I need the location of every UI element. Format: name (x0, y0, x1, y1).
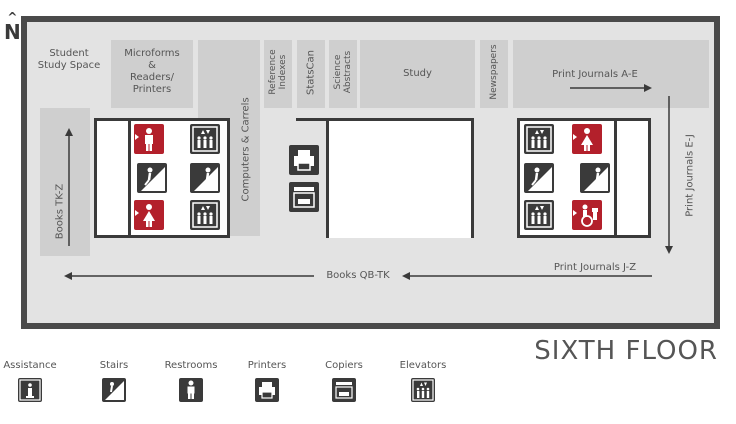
stack-print-journals-jz-label: Print Journals J-Z (553, 262, 637, 273)
stack-print-journals-ae[interactable] (513, 40, 709, 108)
room-science-abstracts-label: Science Abstracts (333, 50, 353, 94)
room-newspapers-label: Newspapers (489, 44, 499, 100)
room-study[interactable]: Study (360, 40, 475, 108)
legend-assistance-label: Assistance (3, 360, 57, 371)
stack-print-journals-ae-label: Print Journals A-E (552, 69, 638, 80)
stairs-icon[interactable] (580, 163, 610, 193)
elevator-icon[interactable] (524, 200, 554, 230)
printer-icon (255, 378, 279, 402)
stairs-icon[interactable] (137, 163, 167, 193)
printer-icon[interactable] (289, 145, 319, 175)
stack-books-tkz-label: Books TK-Z (54, 183, 66, 240)
north-indicator: ^ N (4, 10, 21, 44)
room-computers-carrels-label: Computers & Carrels (240, 97, 252, 202)
room-statscan-label: StatsCan (305, 50, 317, 95)
copier-icon[interactable] (289, 182, 319, 212)
room-statscan[interactable] (297, 40, 325, 108)
stairs-icon (102, 378, 126, 402)
arrow-east-icon (570, 84, 652, 92)
room-newspapers[interactable] (480, 40, 508, 108)
floor-title: SIXTH FLOOR (534, 336, 718, 366)
arrow-south-icon (665, 96, 673, 254)
elevator-icon[interactable] (190, 124, 220, 154)
core-center (296, 118, 474, 238)
room-science-abstracts[interactable] (329, 40, 357, 108)
elevator-icon[interactable] (524, 124, 554, 154)
elevator-icon[interactable] (190, 200, 220, 230)
arrow-north-icon (65, 128, 73, 246)
room-reference-indexes[interactable] (264, 40, 292, 108)
stack-print-journals-ej-label: Print Journals E-J (684, 134, 696, 217)
arrow-west-icon (64, 272, 314, 280)
room-student-study-space[interactable]: Student Study Space (37, 48, 101, 71)
stack-books-qbtk-label: Books QB-TK (326, 270, 390, 281)
legend-printers-label: Printers (247, 360, 287, 371)
north-label: N (4, 20, 21, 44)
arrow-west-icon (402, 272, 652, 280)
legend-stairs-label: Stairs (99, 360, 129, 371)
room-microforms[interactable]: Microforms & Readers/ Printers (111, 40, 193, 108)
restroom-icon (179, 378, 203, 402)
accessible-restroom-icon[interactable] (572, 200, 602, 230)
elevator-icon (411, 378, 435, 402)
assistance-icon (18, 378, 42, 402)
legend-copiers-label: Copiers (325, 360, 363, 371)
room-reference-indexes-label: Reference Indexes (268, 49, 288, 95)
stairs-icon[interactable] (524, 163, 554, 193)
restroom-icon[interactable] (572, 124, 602, 154)
legend-restrooms-label: Restrooms (164, 360, 218, 371)
restroom-icon[interactable] (134, 200, 164, 230)
legend-elevators-label: Elevators (399, 360, 447, 371)
stairs-icon[interactable] (190, 163, 220, 193)
restroom-icon[interactable] (134, 124, 164, 154)
copier-icon (332, 378, 356, 402)
stack-books-tkz[interactable] (40, 108, 90, 256)
